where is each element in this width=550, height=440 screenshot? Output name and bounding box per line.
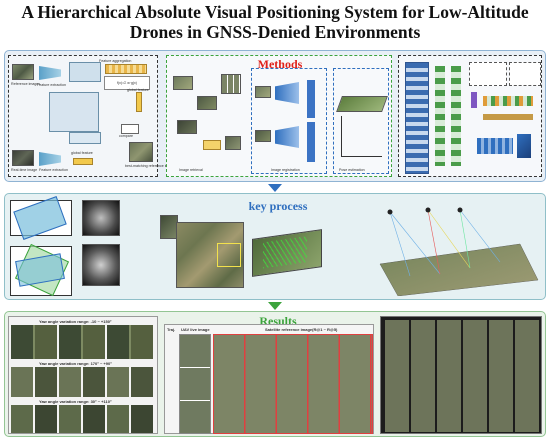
retrieval-sat-tile-3 bbox=[177, 120, 197, 134]
paper-title: A Hierarchical Absolute Visual Positioni… bbox=[0, 2, 550, 42]
backbone-network bbox=[49, 92, 99, 132]
arrow-to-key-process bbox=[268, 184, 282, 192]
matching-pairs-grid bbox=[380, 316, 542, 434]
registration-network-bottom bbox=[275, 126, 299, 148]
stage-column-1 bbox=[435, 66, 445, 166]
retrieval-grid-tiles bbox=[221, 74, 241, 94]
uav-image-column bbox=[179, 334, 211, 434]
global-feature-top-label: global feature bbox=[127, 88, 149, 92]
retrieval-sat-tile-2 bbox=[197, 96, 217, 110]
retrieval-feature-bar bbox=[203, 140, 221, 150]
feature-map-top bbox=[69, 62, 101, 82]
retrieval-sat-tile-4 bbox=[225, 136, 241, 150]
decoder-blocks bbox=[477, 138, 513, 154]
output-cube bbox=[517, 134, 531, 158]
reference-images-label: Reference images bbox=[11, 82, 41, 86]
encoder-block-bottom bbox=[39, 152, 61, 166]
pose-coordinate-axes bbox=[341, 116, 382, 157]
registration-sat-top bbox=[255, 86, 271, 98]
pose-ground-plane bbox=[336, 96, 388, 112]
encoder-stack bbox=[405, 62, 429, 174]
registration-block-bottom bbox=[307, 122, 315, 162]
purple-block bbox=[471, 92, 477, 108]
global-feature-bottom-label: global feature bbox=[71, 151, 93, 155]
drone-trajectory-scene bbox=[370, 204, 540, 297]
title-line-2: Drones in GNSS-Denied Environments bbox=[129, 22, 421, 42]
satellite-map-tile bbox=[176, 222, 244, 288]
stage-column-2 bbox=[451, 66, 461, 166]
image-registration-label: Image registration bbox=[271, 168, 300, 172]
methods-overview-diagram: Methods Image retrieval Image registrati… bbox=[166, 55, 392, 177]
feature-extraction-top-label: Feature extraction bbox=[37, 83, 66, 87]
real-time-image-thumb bbox=[12, 150, 34, 166]
formula-box: f(x)=Σ w·g(x) bbox=[104, 76, 150, 90]
match-lines bbox=[263, 236, 307, 269]
arrow-to-results bbox=[268, 302, 282, 310]
yaw-label-2: Yaw angle variation range: 170° ~ +90° bbox=[39, 361, 112, 366]
best-matching-label: best-matching reference image bbox=[125, 164, 175, 168]
fusion-bar bbox=[483, 114, 533, 120]
feature-aggregation-label: Feature aggregation bbox=[99, 59, 132, 63]
rotated-patch-bottom bbox=[82, 244, 120, 286]
feature-chain bbox=[483, 96, 533, 106]
yaw-row-2 bbox=[11, 367, 155, 397]
compare-label: compare bbox=[119, 134, 133, 138]
satellite-header: Satellite reference image(R@1 ~ R@5) bbox=[265, 327, 338, 332]
registration-box bbox=[251, 68, 327, 174]
yaw-row-3 bbox=[11, 405, 155, 433]
retrieval-results-table: Traj. UAV live image Satellite reference… bbox=[164, 324, 374, 434]
yaw-results-grid: Yaw angle variation range: -10 ~ +150° Y… bbox=[8, 316, 158, 434]
reference-image-thumb bbox=[12, 64, 34, 80]
rotated-box-top bbox=[13, 196, 67, 240]
title-line-1: A Hierarchical Absolute Visual Positioni… bbox=[21, 2, 529, 22]
rotation-frame-top bbox=[10, 196, 72, 240]
yaw-label-3: Yaw angle variation range: 30° ~ +110° bbox=[39, 399, 112, 404]
aggregation-vector bbox=[105, 64, 147, 74]
attention-module-1 bbox=[469, 62, 507, 86]
retrieval-flow-diagram: Reference images Feature extraction Feat… bbox=[8, 55, 175, 177]
yaw-label-1: Yaw angle variation range: -10 ~ +150° bbox=[39, 319, 112, 324]
satellite-candidates-grid bbox=[213, 334, 373, 434]
encoder-block-top bbox=[39, 66, 61, 80]
matching-thumbnails bbox=[385, 320, 539, 432]
registration-network-top bbox=[275, 82, 299, 104]
global-feature-top-bar bbox=[136, 92, 142, 112]
registration-sat-bottom bbox=[255, 130, 271, 142]
key-process-heading: key process bbox=[248, 199, 308, 213]
pose-estimation-label: Pose estimation bbox=[339, 168, 365, 172]
retrieval-sat-tile-1 bbox=[173, 76, 193, 90]
methods-heading: Methods bbox=[257, 57, 303, 71]
registration-block-top bbox=[307, 80, 315, 118]
attention-module-2 bbox=[509, 62, 541, 86]
vit-block bbox=[69, 132, 101, 144]
rotated-patch-top bbox=[82, 200, 120, 236]
compare-node bbox=[121, 124, 139, 134]
real-time-image-label: Real-time image bbox=[11, 168, 38, 172]
network-architecture-diagram bbox=[398, 55, 542, 177]
traj-header: Traj. bbox=[167, 327, 176, 332]
best-matching-image-thumb bbox=[129, 142, 153, 162]
uav-header: UAV live image bbox=[181, 327, 210, 332]
pose-box bbox=[333, 68, 389, 174]
global-feature-bottom-bar bbox=[73, 158, 93, 165]
match-region-highlight bbox=[217, 243, 241, 267]
rotation-frame-bottom bbox=[10, 243, 72, 297]
feature-extraction-bottom-label: Feature extraction bbox=[39, 168, 68, 172]
yaw-row-1 bbox=[11, 325, 155, 359]
image-retrieval-label: Image retrieval bbox=[179, 168, 203, 172]
